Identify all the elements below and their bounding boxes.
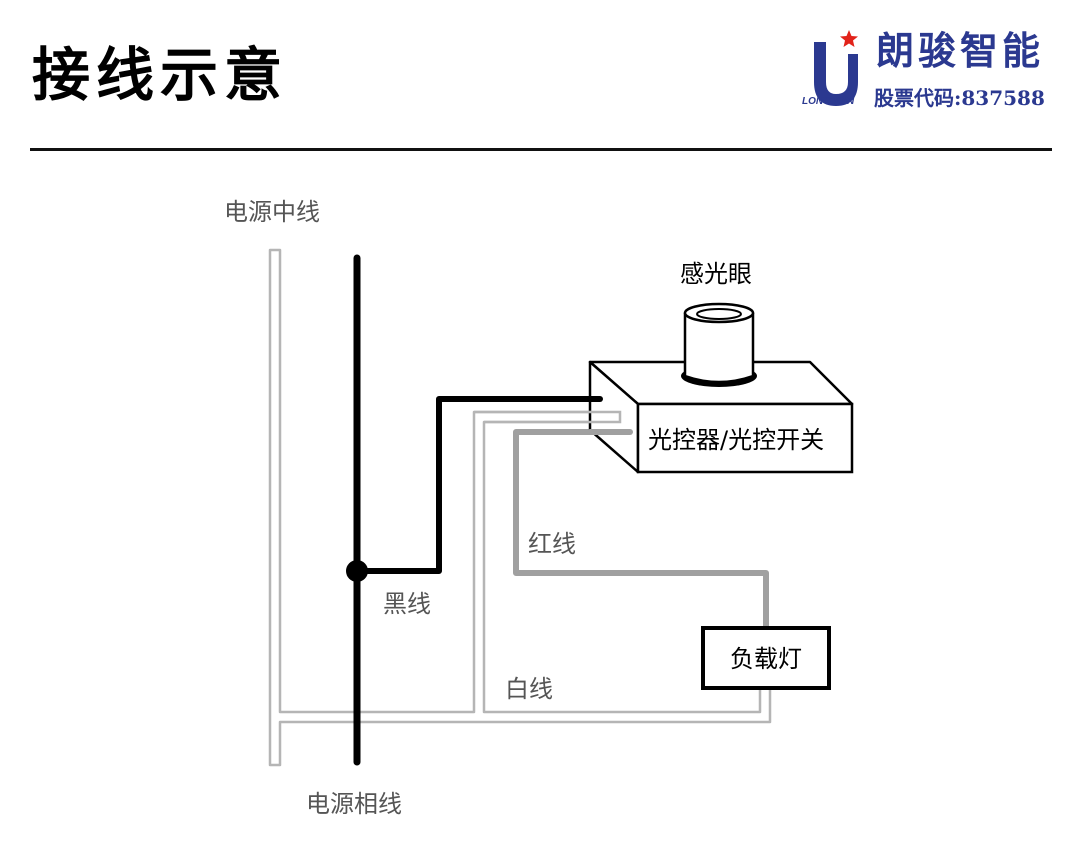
brand-english: LONGJOIN [802,96,855,107]
junction-dot [346,560,368,582]
red-wire-label: 红线 [528,530,576,558]
red-wire [513,429,769,628]
logo-star-icon [840,30,858,47]
sensor-eye [681,302,757,387]
sensor-eye-label: 感光眼 [680,260,752,288]
black-wire [357,396,598,574]
logo-u-shape [814,42,858,106]
load-lamp-label: 负载灯 [730,645,802,673]
neutral-line-label: 电源中线 [224,198,320,226]
neutral-line [268,248,772,767]
white-wire-label: 白线 [505,675,553,703]
load-lamp-box [701,626,831,690]
page-title: 接线示意 [32,41,289,109]
black-wire-label: 黑线 [383,590,431,618]
stock-code: 股票代码:837588 [874,86,1045,110]
phase-line-label: 电源相线 [306,790,402,818]
brand-name: 朗骏智能 [876,28,1045,73]
controller-label: 光控器/光控开关 [648,426,825,454]
header-divider [30,148,1052,151]
longjoin-logo [814,30,858,106]
